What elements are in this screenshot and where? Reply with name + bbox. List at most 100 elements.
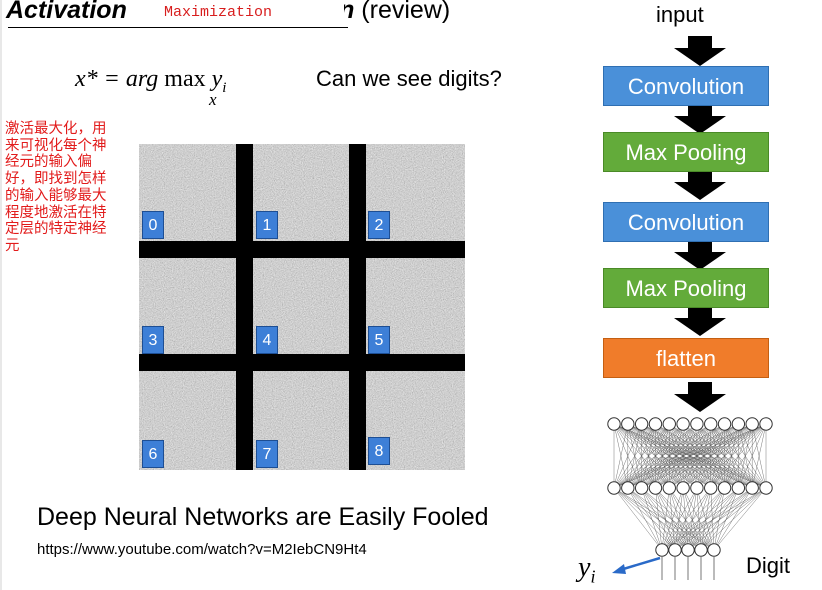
network-node <box>621 417 635 431</box>
network-node <box>668 543 682 557</box>
network-node <box>648 481 663 495</box>
network-edge <box>682 487 689 551</box>
digit-label-3: 3 <box>142 326 164 354</box>
network-edge <box>687 487 698 551</box>
arrow-4 <box>674 242 726 270</box>
network-edge <box>661 487 684 551</box>
down-arrows <box>674 36 726 412</box>
digit-output-label: Digit <box>746 553 791 578</box>
network-node <box>745 417 759 431</box>
network-node <box>648 417 663 431</box>
network-nodes <box>607 417 773 557</box>
network-edge <box>661 487 739 551</box>
digit-label-0: 0 <box>142 211 164 239</box>
network-edge <box>627 423 767 489</box>
digit-label-7: 7 <box>256 440 278 468</box>
title-underline <box>8 27 348 28</box>
arrow-6 <box>674 382 726 412</box>
network-node <box>607 417 621 431</box>
network-edge <box>641 487 702 551</box>
network-edge <box>613 423 642 489</box>
noise-texture <box>139 144 465 470</box>
layer-convolution-1: Convolution <box>603 66 769 106</box>
network-edge <box>641 423 767 489</box>
network-node <box>745 481 759 495</box>
network-node <box>681 543 695 557</box>
yi-sub: i <box>590 566 596 587</box>
network-edge <box>655 423 767 489</box>
network-edge <box>713 487 767 551</box>
network-edge <box>613 423 670 489</box>
network-edge <box>627 487 689 551</box>
network-edge <box>674 487 711 551</box>
network-edge <box>687 487 767 551</box>
network-node <box>621 481 635 495</box>
formula-under-x: x <box>209 90 217 109</box>
network-edge <box>613 423 656 489</box>
formula-max: max <box>164 66 206 92</box>
network-edge <box>700 487 739 551</box>
network-edge <box>713 487 725 551</box>
network-node <box>662 481 676 495</box>
yi-arrow <box>612 556 661 574</box>
network-edge <box>669 487 676 551</box>
network-edge <box>710 487 715 551</box>
title-prefix: Activation <box>6 0 127 24</box>
network-edge <box>674 487 753 551</box>
digit-label-1: 1 <box>256 211 278 239</box>
network-edge <box>613 423 684 489</box>
fully-connected-network <box>607 417 773 580</box>
network-node <box>690 481 704 495</box>
video-link[interactable]: https://www.youtube.com/watch?v=M2IebCN9… <box>37 541 367 558</box>
network-node <box>607 481 621 495</box>
network-node <box>731 417 746 431</box>
network-edge <box>655 487 676 551</box>
network-edge <box>687 487 753 551</box>
digit-label-4: 4 <box>256 326 278 354</box>
network-edge <box>713 487 753 551</box>
network-node <box>676 417 690 431</box>
network-edge <box>641 487 663 551</box>
network-edge <box>661 487 725 551</box>
network-edge <box>627 487 702 551</box>
network-edges <box>613 423 767 551</box>
slide-left-edge <box>0 0 2 590</box>
network-edge <box>674 487 698 551</box>
network-edge <box>682 487 702 551</box>
network-edge <box>613 487 702 551</box>
layer-maxpooling-1: Max Pooling <box>603 132 769 172</box>
network-edge <box>682 423 767 489</box>
digit-noise-grid <box>139 144 465 470</box>
network-arrows <box>674 36 726 412</box>
digit-label-6: 6 <box>142 440 164 468</box>
network-edge <box>627 487 676 551</box>
network-edge <box>641 487 676 551</box>
network-edge <box>669 423 767 489</box>
network-node <box>662 417 676 431</box>
network-node <box>694 543 708 557</box>
output-arrows <box>661 557 715 580</box>
network-edge <box>700 487 725 551</box>
network-edge <box>613 487 715 551</box>
network-edge <box>641 487 689 551</box>
network-edge <box>738 423 767 489</box>
network-edge <box>641 487 715 551</box>
network-edge <box>661 487 753 551</box>
network-edge <box>655 487 702 551</box>
network-edge <box>613 423 739 489</box>
network-node <box>690 417 704 431</box>
headline-text: Deep Neural Networks are Easily Fooled <box>37 503 489 531</box>
network-edge <box>661 487 698 551</box>
noise-grid-svg <box>139 144 465 470</box>
layer-flatten: flatten <box>603 338 769 378</box>
network-edge <box>751 423 767 489</box>
grid-bar-h2 <box>139 354 465 371</box>
network-edge <box>655 487 663 551</box>
network-edge <box>710 423 767 489</box>
layer-convolution-2: Convolution <box>603 202 769 242</box>
arrow-5 <box>674 308 726 336</box>
network-edge <box>682 487 715 551</box>
network-edge <box>674 487 684 551</box>
network-edge <box>700 487 767 551</box>
network-edge <box>687 487 739 551</box>
